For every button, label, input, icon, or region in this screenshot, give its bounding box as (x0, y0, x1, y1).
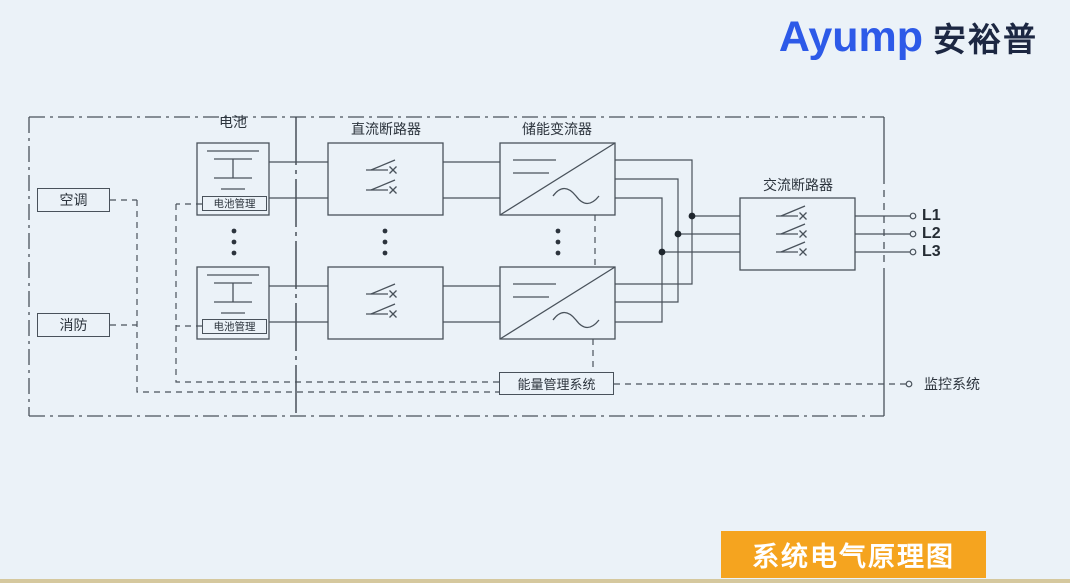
battery-box-bottom (196, 266, 270, 340)
breaker-pole-icon (775, 223, 808, 239)
dc-breaker-box-top (327, 142, 444, 216)
control-wires (110, 199, 906, 393)
logo-wordmark: Ayump (778, 13, 923, 61)
breaker-pole-icon (775, 241, 808, 257)
terminal-l1 (909, 212, 917, 220)
breaker-pole-icon (365, 283, 398, 299)
converter-label: 储能变流器 (522, 121, 592, 137)
junction-dots (658, 212, 696, 256)
bms-label: 电池管理 (213, 321, 256, 333)
ems-box: 能量管理系统 (499, 372, 614, 395)
breaker-pole-icon (365, 159, 398, 175)
hvac-label: 空调 (59, 192, 88, 208)
dc-ac-inverter-icon (499, 266, 616, 340)
hvac-box: 空调 (37, 188, 110, 212)
bms-label: 电池管理 (213, 198, 256, 210)
phase-l1-label: L1 (922, 207, 941, 224)
phase-l2-label: L2 (922, 225, 941, 242)
breaker-pole-icon (365, 303, 398, 319)
dc-ac-inverter-icon (499, 142, 616, 216)
enclosure-boundary (28, 116, 885, 417)
battery-cells-icon (206, 274, 260, 314)
component-boxes (196, 142, 856, 340)
breaker-pole-icon (365, 179, 398, 195)
page-title: 系统电气原理图 (752, 542, 955, 572)
bottom-accent-strip (0, 579, 1070, 583)
logo-chinese-name: 安裕普 (933, 21, 1038, 58)
fire-protection-box: 消防 (37, 313, 110, 337)
bms-box-top: 电池管理 (202, 196, 267, 211)
ac-breaker-box (739, 197, 856, 271)
ac-breaker-label: 交流断路器 (763, 177, 833, 193)
terminal-monitor (905, 380, 913, 388)
battery-label: 电池 (219, 114, 247, 130)
phase-l3-label: L3 (922, 243, 941, 260)
fire-protection-label: 消防 (59, 317, 88, 333)
terminal-l2 (909, 230, 917, 238)
monitor-system-label: 监控系统 (924, 376, 980, 392)
dc-breaker-box-bottom (327, 266, 444, 340)
battery-cells-icon (206, 150, 260, 190)
dc-breaker-label: 直流断路器 (351, 121, 421, 137)
bms-box-bottom: 电池管理 (202, 319, 267, 334)
breaker-pole-icon (775, 205, 808, 221)
terminal-l3 (909, 248, 917, 256)
output-terminals (905, 212, 917, 388)
ellipsis-dots (231, 228, 561, 256)
power-wires (269, 159, 910, 323)
ems-label: 能量管理系统 (517, 377, 596, 392)
title-banner: 系统电气原理图 (721, 531, 986, 578)
battery-box-top (196, 142, 270, 216)
brand-logo: Ayump 安裕普 (779, 16, 1038, 59)
